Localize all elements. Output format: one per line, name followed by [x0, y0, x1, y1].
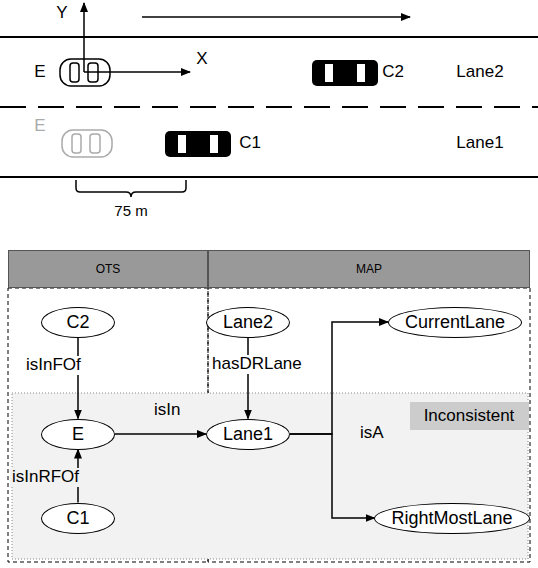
- map-node: Lane2: [206, 307, 290, 338]
- class-node: RightMostLane: [374, 503, 529, 534]
- object-node: E: [41, 419, 115, 450]
- node-text: MAP: [356, 262, 382, 276]
- vehicle-label: E: [34, 117, 45, 136]
- relation-arrow: [290, 322, 388, 434]
- axis-label: Y: [56, 4, 67, 23]
- column-header: OTS: [8, 250, 208, 288]
- node-text: C2: [66, 312, 89, 333]
- object-node: C1: [41, 503, 115, 534]
- node-text: CurrentLane: [405, 312, 505, 333]
- relation-label: isIn: [152, 401, 182, 420]
- node-text: Lane2: [223, 312, 273, 333]
- node-text: E: [72, 424, 84, 445]
- relation-label: hasDRLane: [210, 355, 304, 374]
- map-node: Lane1: [206, 419, 290, 450]
- object-node: C2: [41, 307, 115, 338]
- lane-label: Lane2: [456, 63, 503, 82]
- relation-arrow: [77, 338, 79, 419]
- vehicle-label: C1: [239, 134, 261, 153]
- column-header: MAP: [208, 250, 530, 288]
- node-text: Lane1: [223, 424, 273, 445]
- axis-label: X: [196, 50, 207, 69]
- class-node: CurrentLane: [388, 307, 522, 338]
- relation-arrow: [115, 433, 206, 435]
- node-text: C1: [66, 508, 89, 529]
- node-text: RightMostLane: [391, 508, 512, 529]
- relation-arrow: [247, 338, 249, 419]
- relation-label: isInFOf: [24, 356, 83, 375]
- vehicle-label: C2: [382, 63, 404, 82]
- vehicle-label: E: [34, 63, 45, 82]
- status-tag: Inconsistent: [424, 407, 515, 426]
- node-text: OTS: [96, 262, 121, 276]
- relation-arrow: [290, 434, 375, 518]
- relation-label: isA: [358, 424, 386, 443]
- relation-label: isInRFOf: [10, 468, 81, 487]
- lane-label: Lane1: [456, 134, 503, 153]
- dimension-label: 75 m: [114, 203, 147, 220]
